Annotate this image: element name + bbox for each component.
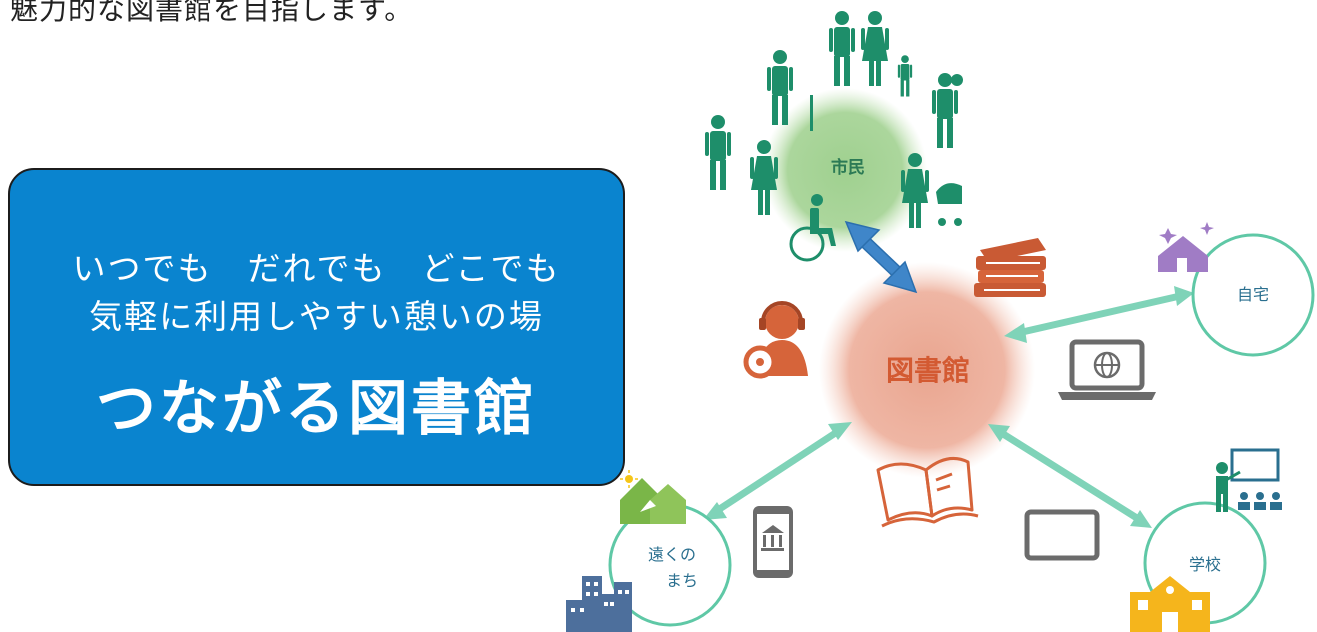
home-circle (1191, 233, 1315, 357)
listener-headset-icon (743, 301, 808, 379)
distant-town-label-1: 遠くの (648, 545, 696, 564)
home-label: 自宅 (1237, 285, 1269, 304)
house-icon (1158, 222, 1214, 272)
city-buildings-icon (566, 576, 632, 632)
teacher-class-icon (1216, 448, 1282, 512)
school-label: 学校 (1189, 555, 1221, 574)
distant-town-label-2: まち (666, 571, 698, 590)
library-label: 図書館 (886, 354, 970, 387)
people-group-icon (705, 11, 963, 262)
books-icon (974, 238, 1046, 297)
citizens-label: 市民 (831, 157, 865, 178)
open-book-icon (876, 456, 979, 528)
smartphone-library-icon (753, 506, 793, 578)
library-circle (819, 262, 1035, 478)
citizens-library-arrow (844, 220, 918, 294)
teal-arrows (703, 286, 1194, 528)
town-houses-icon (620, 470, 686, 524)
banner-line-1: いつでも だれでも どこでも (72, 249, 561, 288)
citizens-circle (763, 88, 927, 252)
school-building-icon (1130, 576, 1210, 632)
banner-box: いつでも だれでも どこでも 気軽に利用しやすい憩いの場 つながる図書館 (8, 168, 625, 486)
intro-text: 魅力的な図書館を目指します。 (10, 0, 414, 26)
banner-line-2: 気軽に利用しやすい憩いの場 (89, 297, 544, 336)
laptop-globe-icon (1058, 339, 1156, 400)
banner-headline: つながる図書館 (96, 374, 537, 444)
tablet-icon (1024, 509, 1100, 561)
